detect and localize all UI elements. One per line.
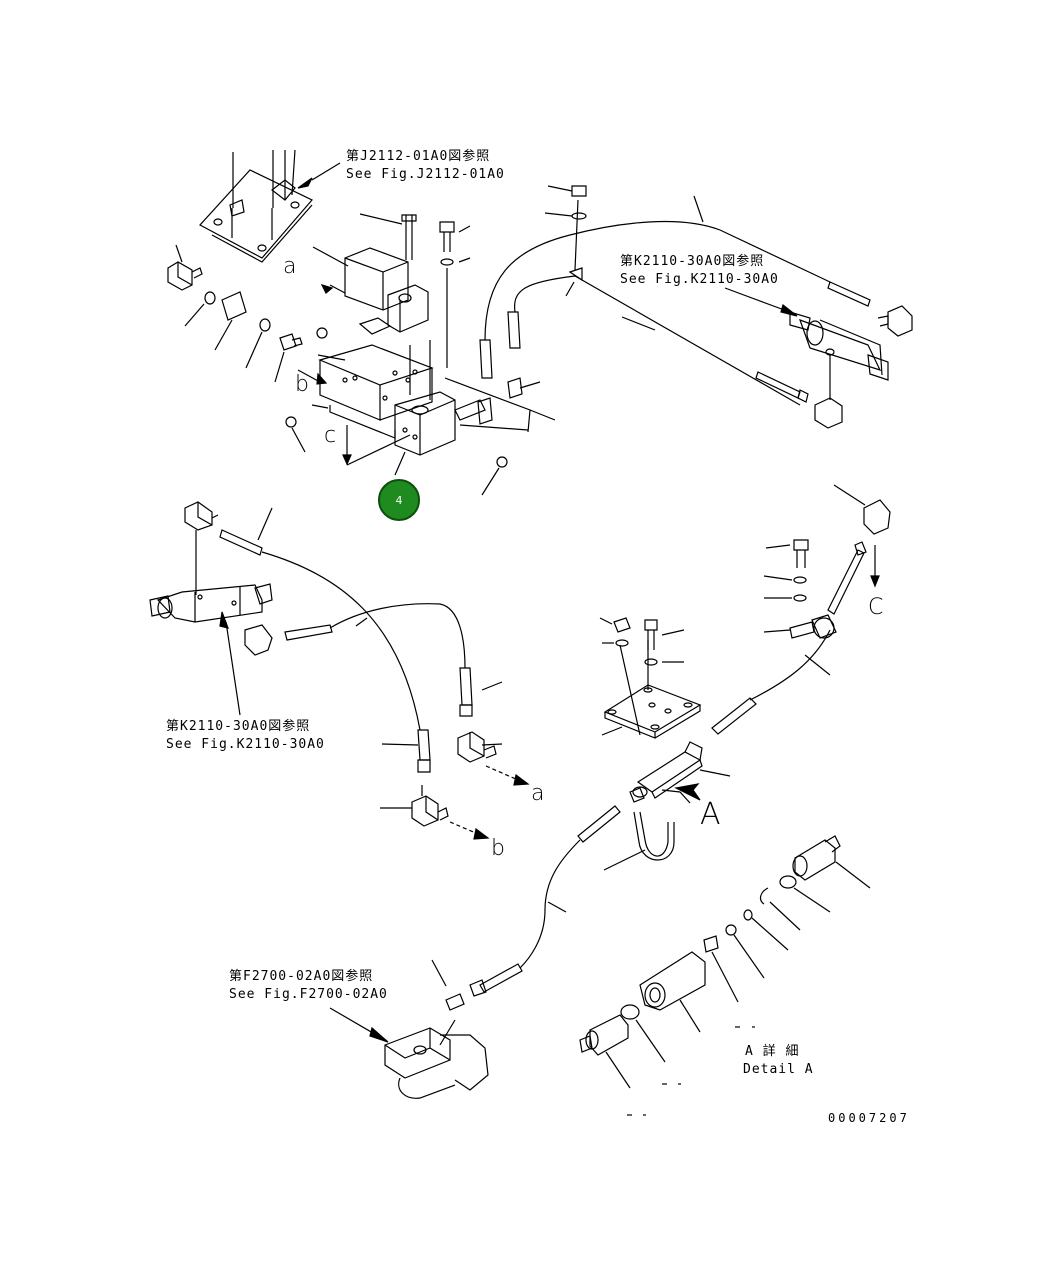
column-flange-part — [199, 149, 313, 263]
ref-f2700-jp: 第F2700-02A0図参照 — [229, 969, 374, 984]
ref-k2110-left-en: See Fig.K2110-30A0 — [166, 737, 325, 752]
valve-leaders — [297, 213, 471, 476]
detail-a-parts — [579, 835, 871, 1089]
plug-right — [496, 456, 508, 468]
detail-a-jp: A 詳 細 — [745, 1044, 800, 1059]
bolts-upper — [439, 221, 455, 368]
ref-k2110-top-en: See Fig.K2110-30A0 — [620, 272, 779, 287]
arrowhead-k2110-top — [780, 303, 798, 317]
hoses-middle — [219, 507, 503, 773]
arrow-A-base — [661, 789, 691, 804]
arrow-b-mid-head — [473, 827, 490, 840]
cylinder-left — [149, 501, 273, 656]
bracket-bolts — [599, 617, 685, 736]
letter-A-detail-arrow: A — [700, 797, 721, 832]
letter-a-top: a — [283, 254, 297, 279]
letter-c-top: c — [324, 423, 337, 448]
leader-plug-left — [291, 427, 306, 453]
leader-plug-right — [481, 467, 500, 496]
arrow-a-mid-shaft — [485, 765, 519, 781]
check-valve — [629, 741, 731, 803]
item-number-badge[interactable]: 4 — [378, 479, 420, 521]
arrow-b-mid-shaft — [449, 821, 479, 835]
letter-c-right: C — [868, 595, 884, 620]
bracket-plate — [603, 640, 702, 739]
hose-ends-upper-right — [755, 281, 871, 403]
ref-k2110-top-jp: 第K2110-30A0図参照 — [620, 254, 765, 269]
solenoid — [344, 214, 429, 335]
arrowhead-j2112 — [297, 177, 313, 189]
letter-b-mid: b — [491, 836, 505, 861]
valve-right-fittings — [444, 377, 556, 433]
arrow-c-head — [342, 454, 352, 466]
ref-j2112-en: See Fig.J2112-01A0 — [346, 167, 505, 182]
f2700-fitting — [384, 1019, 489, 1099]
hose-to-f2700 — [431, 805, 621, 1011]
ref-f2700-en: See Fig.F2700-02A0 — [229, 987, 388, 1002]
hoses-right — [711, 484, 891, 735]
detail-a-en: Detail A — [743, 1062, 814, 1077]
arrowhead-f2700 — [369, 1026, 389, 1043]
letter-a-mid: a — [531, 781, 545, 806]
document-number: 00007207 — [828, 1111, 910, 1125]
arrow-A-pointer — [674, 783, 701, 801]
leader-k2110-left — [225, 621, 241, 716]
detail-a-label-dashes — [627, 1026, 755, 1116]
arrowhead-k2110-left — [219, 611, 229, 629]
leader-j2112 — [311, 162, 341, 181]
ref-k2110-left-jp: 第K2110-30A0図参照 — [166, 719, 311, 734]
plug-left — [285, 416, 297, 428]
item-number-label: 4 — [395, 493, 403, 507]
tee-fittings-mid — [380, 731, 503, 827]
u-shaped-hose — [603, 811, 675, 871]
small-parts-left — [184, 291, 328, 383]
cylinder-upper-right — [789, 305, 913, 429]
elbow-fitting-upper-left — [167, 244, 203, 291]
arrow-a-mid-head — [513, 773, 530, 786]
c-link-line — [346, 434, 411, 466]
hoses-upper — [479, 185, 831, 406]
valve-block — [318, 340, 456, 456]
letter-b-top: b — [295, 372, 309, 397]
ref-j2112-jp: 第J2112-01A0図参照 — [346, 149, 491, 164]
